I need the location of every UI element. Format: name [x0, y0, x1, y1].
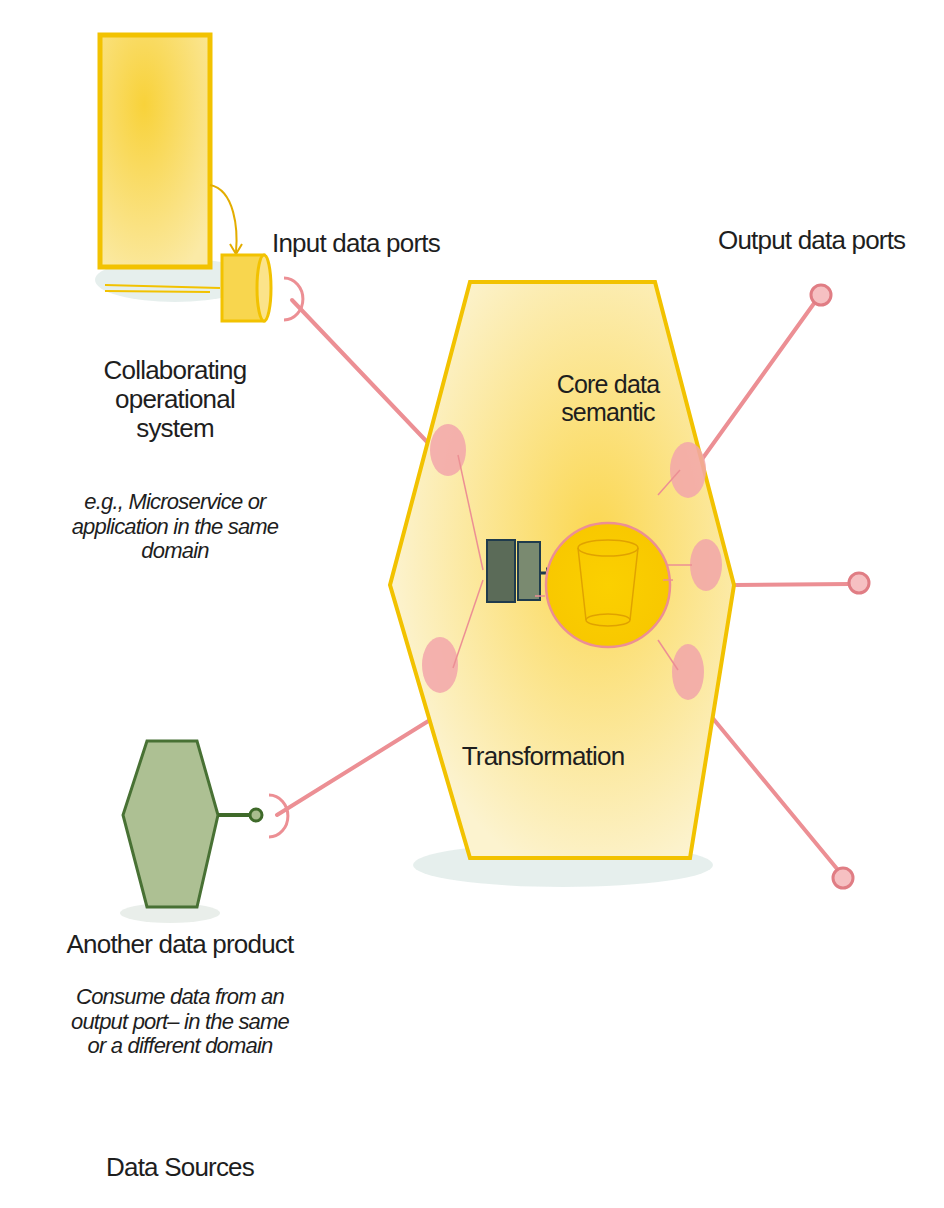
operational-system: Collaborating operational system e.g., Mi… — [60, 30, 290, 620]
core-data-semantic: Core data semantic — [513, 370, 703, 650]
node-heading: Core data semantic — [538, 370, 678, 426]
data-product: Transformation Core data semantic — [388, 280, 736, 860]
port-group-label: Input data ports — [272, 228, 440, 259]
port-group-label: Output data ports — [718, 225, 905, 256]
transformation-label: Transformation — [438, 742, 648, 771]
input-port-line — [277, 720, 430, 815]
node-heading: Collaborating operational system — [90, 356, 260, 443]
node-heading: Another data product — [45, 930, 315, 959]
internal-flow-lines — [453, 455, 692, 670]
transformation-icon — [487, 540, 552, 602]
output-port-blobs — [670, 442, 722, 700]
input-port-line — [292, 300, 430, 445]
node-description: e.g., Microservice or application in the… — [70, 490, 280, 564]
section-label: Data Sources — [106, 1152, 254, 1183]
another-data-product: Another data productConsume data from an… — [45, 735, 319, 1115]
node-description: Consume data from an output port– in the… — [65, 985, 295, 1059]
output-port-sockets — [811, 285, 869, 888]
